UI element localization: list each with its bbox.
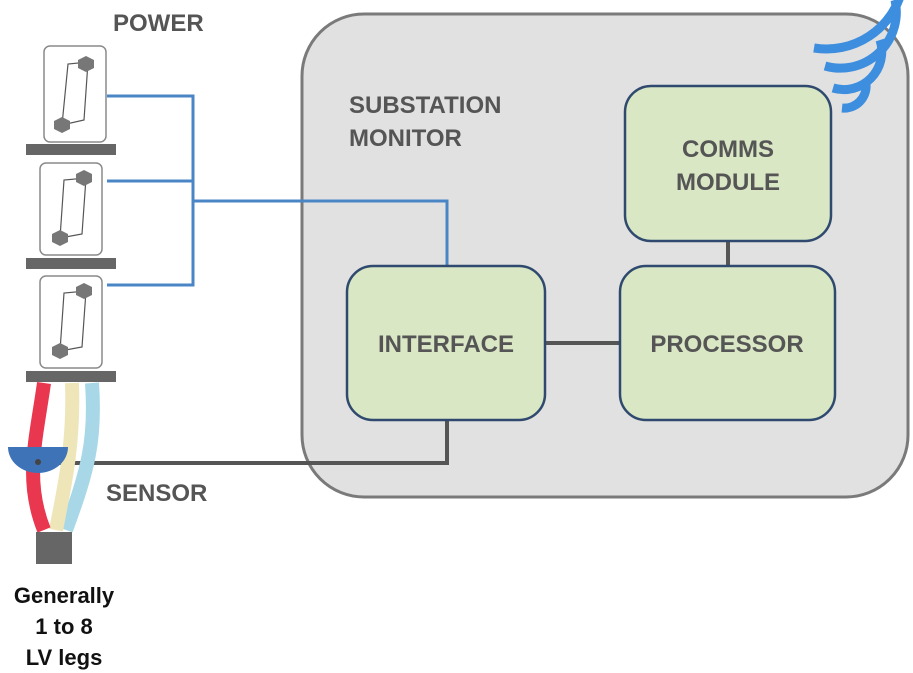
fuse-holder-2 — [26, 162, 116, 269]
signal-wires — [38, 241, 730, 465]
cable-gland — [36, 532, 72, 564]
comms-module-label-line1: COMMS — [682, 136, 774, 163]
wifi-signal-icon — [813, 0, 904, 113]
comms-module-label-line2: MODULE — [676, 169, 780, 196]
lv-legs-label-line3: LV legs — [26, 645, 103, 670]
interface-label: INTERFACE — [378, 331, 514, 358]
substation-monitor-label-line2: MONITOR — [349, 125, 462, 152]
interface-block — [345, 264, 547, 422]
processor-block — [618, 264, 837, 422]
substation-monitor-label-line1: SUBSTATION — [349, 92, 501, 119]
fuse-holder-3 — [26, 275, 116, 382]
comms-module-block — [623, 84, 833, 243]
fuse-holder-1 — [26, 45, 116, 155]
power-label: POWER — [113, 10, 204, 37]
sensor-label: SENSOR — [106, 480, 207, 507]
sensor-connection-dot — [35, 459, 41, 465]
processor-label: PROCESSOR — [650, 331, 803, 358]
lv-legs-label-line2: 1 to 8 — [35, 614, 92, 639]
power-wires — [107, 94, 449, 287]
lv-legs-label-line1: Generally — [14, 583, 115, 608]
substation-monitor-enclosure — [300, 12, 910, 499]
